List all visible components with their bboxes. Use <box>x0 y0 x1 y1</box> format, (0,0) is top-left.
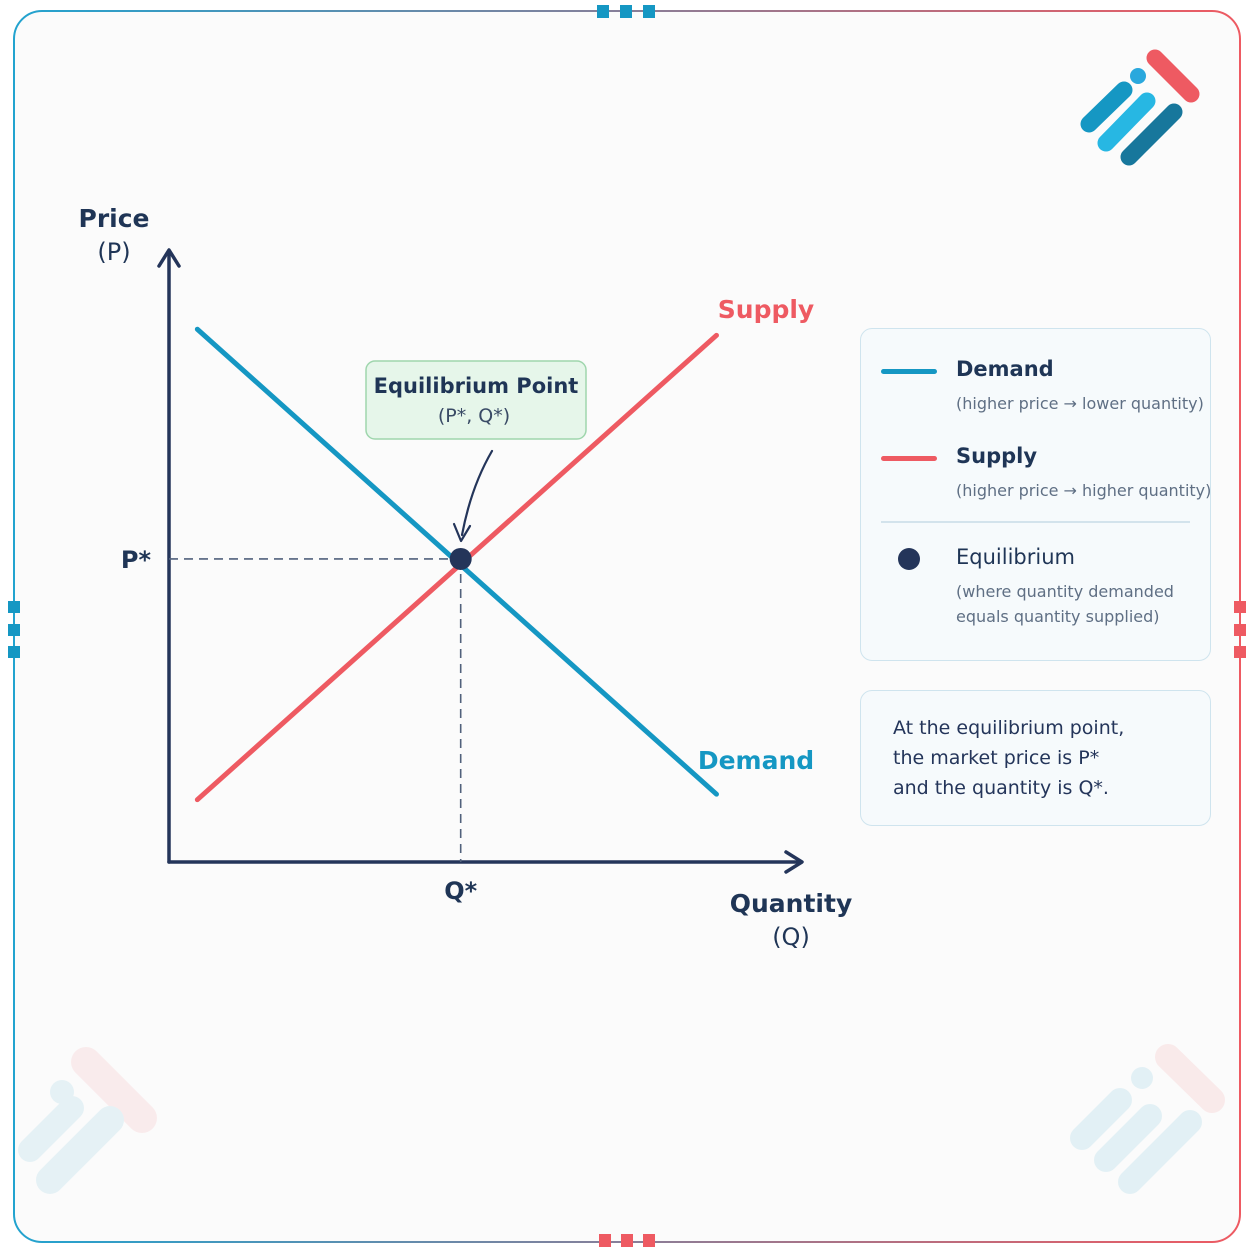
legend-label-equilibrium: Equilibrium <box>956 545 1075 569</box>
frame-ticks <box>8 5 1246 1247</box>
legend-desc-equilibrium-2: equals quantity supplied) <box>956 607 1160 626</box>
x-axis-arrow-icon <box>784 850 804 874</box>
equilibrium-dot-icon <box>898 548 920 570</box>
y-tick-label-p-star: P* <box>121 546 152 574</box>
legend-desc-supply: (higher price → higher quantity) <box>956 481 1212 500</box>
legend-desc-equilibrium-1: (where quantity demanded <box>956 582 1174 601</box>
x-tick-label-q-star: Q* <box>444 877 477 905</box>
y-axis-title: Price <box>79 204 150 233</box>
legend-label-demand: Demand <box>956 357 1054 381</box>
annotation-arrow <box>460 449 494 537</box>
equilibrium-point <box>449 547 472 570</box>
annotation-arrowhead-icon <box>452 522 472 543</box>
legend-label-supply: Supply <box>956 444 1038 468</box>
y-axis-arrow-icon <box>157 248 181 268</box>
watermark-right-icon <box>1070 1044 1225 1194</box>
logo-stripes-icon <box>1080 49 1200 166</box>
note-text: At the equilibrium point, the market pri… <box>893 717 1125 799</box>
note-panel: At the equilibrium point, the market pri… <box>860 690 1211 826</box>
series-label-demand: Demand <box>698 746 814 775</box>
legend-swatch-supply <box>881 456 937 461</box>
legend-panel: Demand (higher price → lower quantity) S… <box>860 328 1211 661</box>
chart-series <box>194 326 719 803</box>
legend-swatch-demand <box>881 369 937 374</box>
y-axis-symbol: (P) <box>97 238 130 266</box>
series-label-supply: Supply <box>718 295 814 324</box>
legend-desc-demand: (higher price → lower quantity) <box>956 394 1204 413</box>
annotation-title: Equilibrium Point <box>374 374 579 398</box>
annotation-subtitle: (P*, Q*) <box>438 405 510 427</box>
equilibrium-annotation: Equilibrium Point (P*, Q*) <box>365 360 587 543</box>
x-axis-title: Quantity <box>730 889 853 918</box>
chart-axes <box>157 248 804 874</box>
watermark-left-icon <box>18 1047 157 1194</box>
equilibrium-guides <box>169 558 462 862</box>
x-axis-symbol: (Q) <box>772 923 810 951</box>
annotation-box <box>365 360 587 440</box>
legend-divider <box>881 521 1190 523</box>
